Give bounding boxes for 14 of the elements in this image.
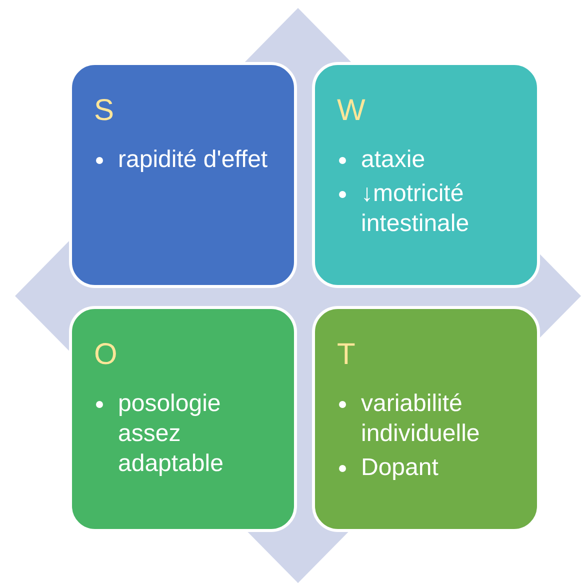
bullet-text: ↓motricité intestinale bbox=[361, 179, 470, 239]
quadrant-heading: O bbox=[94, 337, 118, 373]
quadrant-heading: S bbox=[94, 93, 116, 129]
quadrant-heading: W bbox=[337, 93, 366, 129]
bullet-text: ataxie bbox=[361, 145, 426, 175]
quadrant-box bbox=[312, 306, 540, 532]
bullet-text: Dopant bbox=[361, 453, 438, 483]
quadrant-heading: T bbox=[337, 337, 356, 373]
quadrant-box bbox=[312, 62, 540, 288]
bullet-text: variabilité individuelle bbox=[361, 389, 481, 449]
bullet-text: posologie assez adaptable bbox=[118, 389, 224, 479]
quadrant-box bbox=[69, 62, 297, 288]
quadrant-box bbox=[69, 306, 297, 532]
bullet-text: rapidité d'effet bbox=[118, 145, 268, 175]
